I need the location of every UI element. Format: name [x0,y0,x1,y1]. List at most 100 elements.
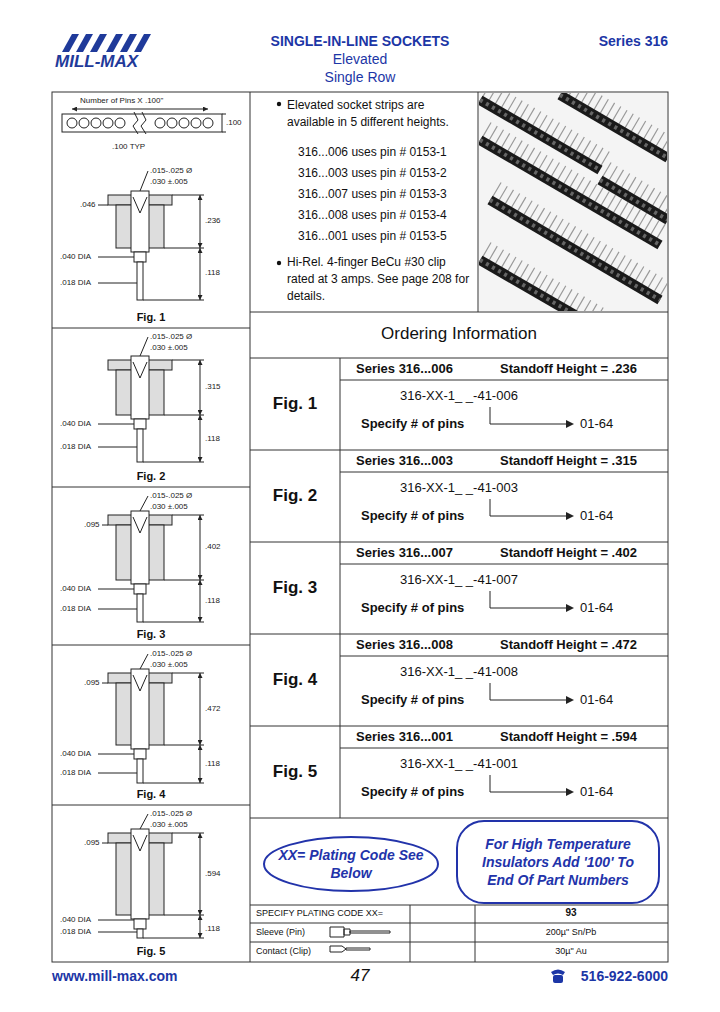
plating-oval: XX= Plating Code See Below [262,835,440,893]
figure-caption: Fig. 4 [52,788,250,801]
dimension-label: .018 DIA [60,604,91,614]
section-heading: Ordering Information [250,324,668,344]
dimension-label: .040 DIA [60,584,91,594]
dimension-label: .594 [205,869,221,879]
instruction-text: Specify # of pins [361,508,464,524]
figure-caption: Fig. 1 [52,311,250,324]
feature-text: 316...007 uses pin # 0153-3 [298,186,447,203]
figure-panel: Fig. 2 [52,328,250,487]
subtitle: Elevated [333,51,387,68]
dimension-label: .472 [205,704,221,714]
dimension-label: .100 TYP [112,142,145,152]
oval-shape [264,837,438,891]
ordering-row: Fig. 1Series 316...006Standoff Height = … [250,358,668,450]
dimension-label: .040 DIA [60,749,91,759]
dimension-label: .015-.025 Ø [150,332,192,342]
instruction-text: Specify # of pins [361,416,464,432]
pin-range: 01-64 [580,600,613,616]
figure-reference: Fig. 1 [250,394,340,414]
dimension-label: .015-.025 Ø [150,166,192,176]
product-photo [479,93,667,311]
logo-mark [62,34,151,52]
dimension-label: .030 ±.005 [150,660,188,670]
feature-text: Elevated socket strips are available in … [287,97,472,131]
feature-text: 316...008 uses pin # 0153-4 [298,207,447,224]
series-name: Series 316...008 [356,637,453,653]
feature-text: 316...001 uses pin # 0153-5 [298,228,447,245]
dimension-label: .015-.025 Ø [150,649,192,659]
figure-reference: Fig. 3 [250,578,340,598]
dimension-label: .040 DIA [60,252,91,262]
dimension-label: .118 [205,434,220,444]
figure-panel: Fig. 5 [52,805,250,962]
dimension-label: .402 [205,542,221,552]
part-icon [330,927,390,952]
dimension-label: .040 DIA [60,915,91,925]
series-name: Series 316...007 [356,545,453,561]
figure-caption: Fig. 2 [52,470,250,483]
oval-outline [262,835,440,893]
figure-reference: Fig. 4 [250,670,340,690]
table-cell: 30µ" Au [555,946,586,957]
part-number: 316-XX-1_ _-41-003 [340,480,578,496]
figure-caption: Fig. 5 [52,945,250,958]
logo-text: MILL-MAX [55,52,138,72]
series-name: Series 316...001 [356,729,453,745]
dimension-label: .030 ±.005 [150,343,188,353]
part-number: 316-XX-1_ _-41-006 [340,388,578,404]
dimension-label: Number of Pins X .100" [80,96,163,106]
instruction-text: Specify # of pins [361,600,464,616]
dimension-label: .095 [84,678,100,688]
dimension-label: .118 [205,268,220,278]
series-heading: Series 316 [599,33,668,50]
pin-range: 01-64 [580,508,613,524]
dimension-label: .095 [84,838,100,848]
subtitle: Single Row [325,69,396,86]
table-cell: 93 [565,907,576,919]
figure-panel: Fig. 3 [52,487,250,645]
page-title: SINGLE-IN-LINE SOCKETS [271,33,450,50]
phone-icon [551,970,565,984]
socket-drawing [98,171,204,938]
feature-text: 316...003 uses pin # 0153-2 [298,165,447,182]
figure-reference: Fig. 2 [250,486,340,506]
part-number: 316-XX-1_ _-41-001 [340,756,578,772]
table-cell: 200µ" Sn/Pb [546,927,596,938]
dimension-label: .100 [226,118,242,128]
dimension-label: .095 [84,520,100,530]
footer-text: 516-922-6000 [581,968,668,985]
figure-caption: Fig. 3 [52,628,250,641]
feature-text: 316...006 uses pin # 0153-1 [298,144,447,161]
table-grid [52,92,668,962]
page-number: 47 [351,966,370,986]
feature-text: Hi-Rel. 4-finger BeCu #30 clip rated at … [287,254,472,305]
dimension-label: .315 [205,382,221,392]
figure-panel: Fig. 4 [52,645,250,805]
pin-range: 01-64 [580,784,613,800]
table-cell: SPECIFY PLATING CODE XX= [256,908,383,919]
bullet-dots [277,102,281,265]
figure-reference: Fig. 5 [250,762,340,782]
series-name: Series 316...003 [356,453,453,469]
note-box: For High Temperature Insulators Add '100… [456,820,660,904]
dimension-label: .015-.025 Ø [150,809,192,819]
instruction-text: Specify # of pins [361,784,464,800]
dimension-label: .040 DIA [60,419,91,429]
standoff-height: Standoff Height = .594 [500,729,637,745]
dimension-label: .118 [205,924,220,934]
dimension-label: .118 [205,596,220,606]
dimension-label: .018 DIA [60,278,91,288]
ordering-row: Fig. 5 Series 316...001 Standoff Height = … [250,726,668,818]
dimension-label: .118 [205,759,220,769]
instruction-text: Specify # of pins [361,692,464,708]
dimension-label: .046 [80,200,96,210]
footer-text: www.mill-max.com [52,968,178,985]
series-name: Series 316...006 [356,361,453,377]
dimension-label: .018 DIA [60,927,91,937]
standoff-height: Standoff Height = .472 [500,637,637,653]
dimension-label: .236 [205,216,221,226]
ordering-row: Fig. 4 Series 316...008 Standoff Height = … [250,634,668,726]
note-text: For High Temperature Insulators Add '100… [468,835,648,889]
dimension-label: .030 ±.005 [150,502,188,512]
ordering-panel: Ordering InformationFig. 1 Series 316...0… [250,312,668,818]
